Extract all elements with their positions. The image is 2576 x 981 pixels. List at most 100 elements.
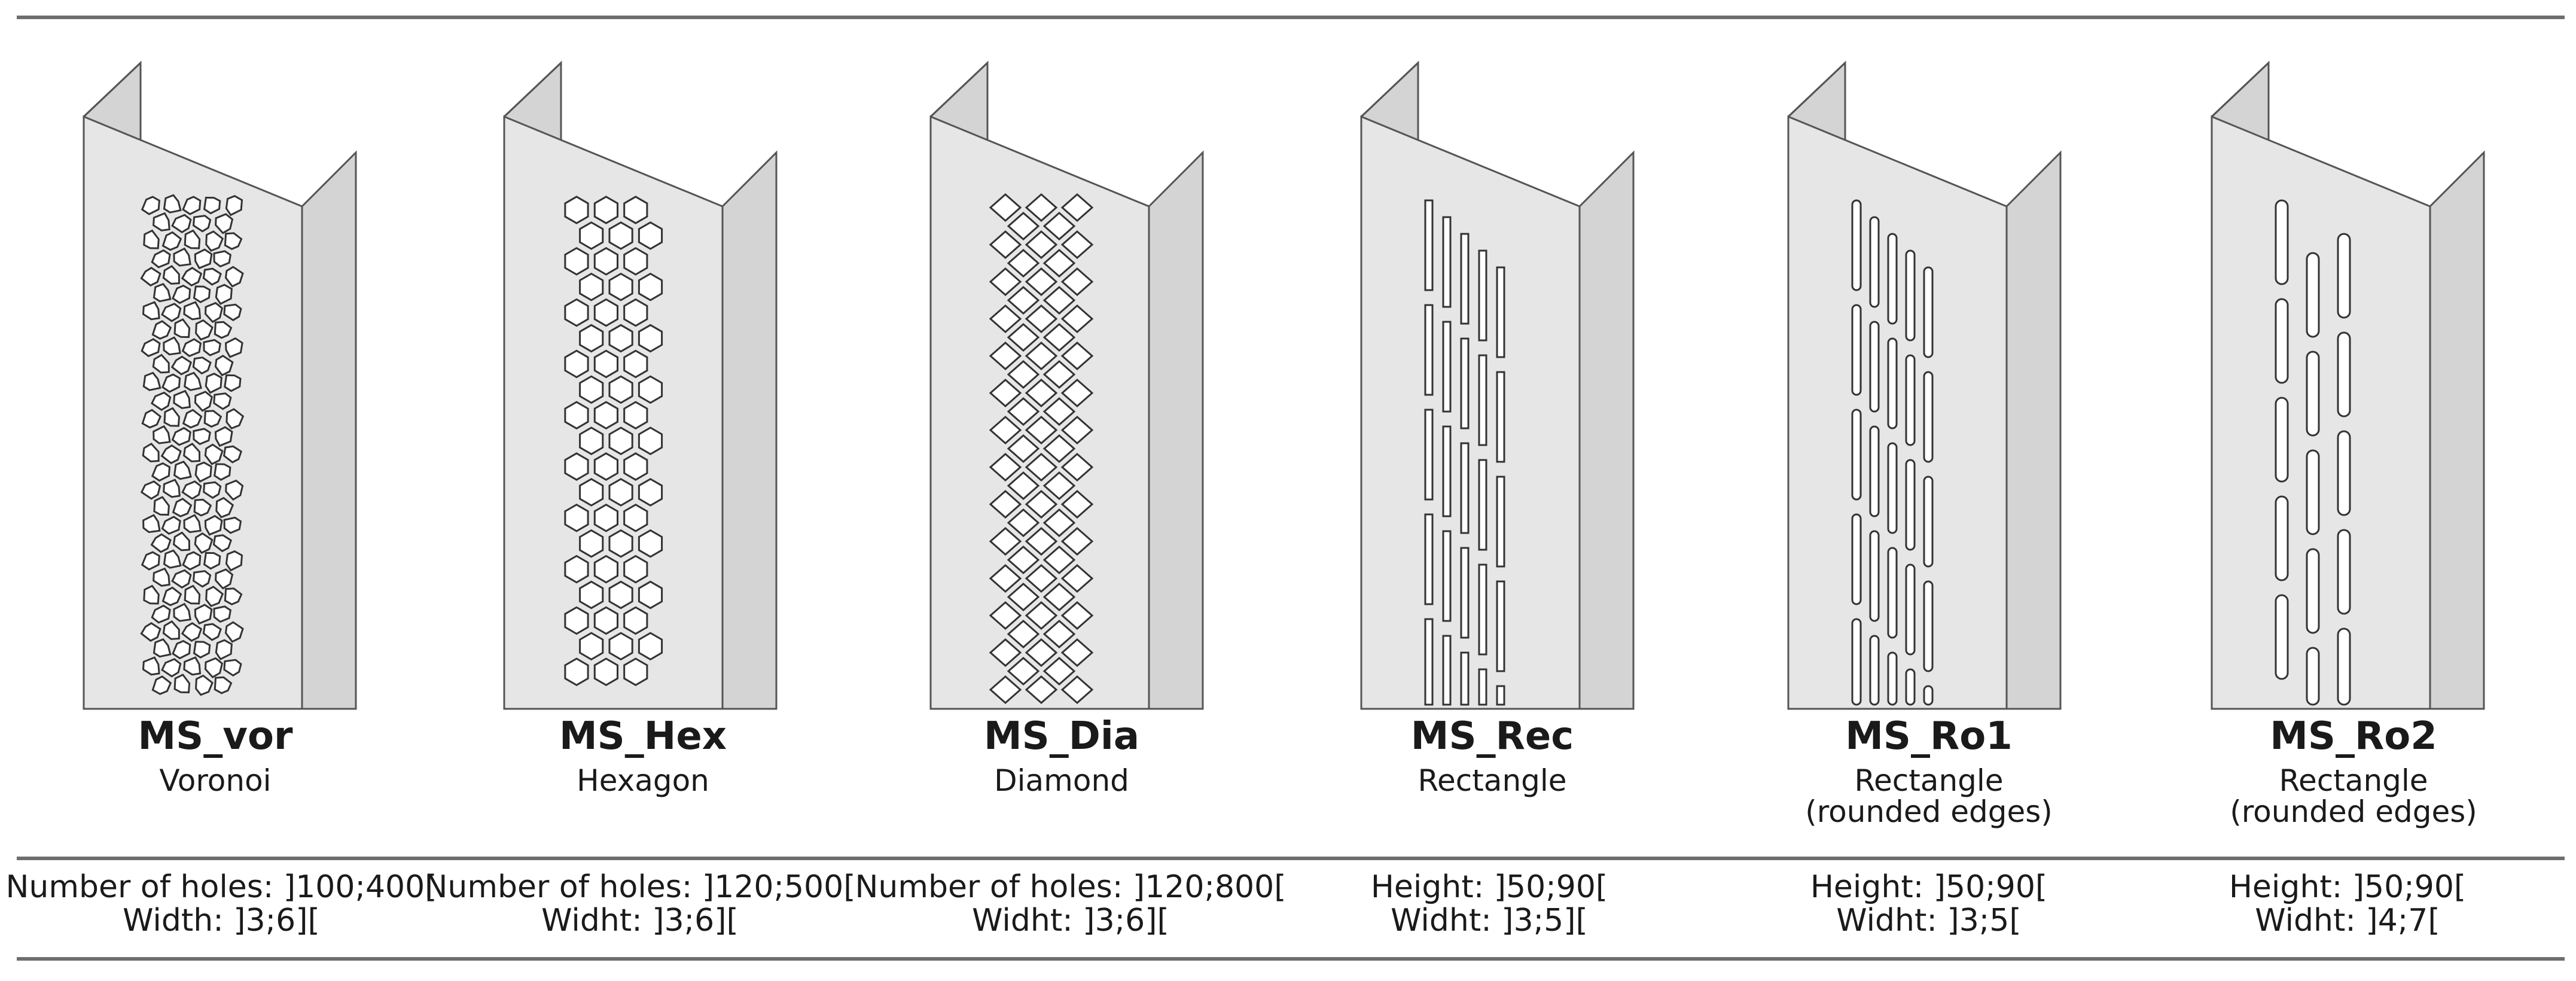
hole — [608, 272, 633, 301]
profile-label-dia: MS_Dia Diamond — [852, 715, 1271, 796]
profile-params-ro2: Height: ]50;90[ Widht: ]4;7[ — [2126, 870, 2569, 937]
hole — [1869, 530, 1880, 622]
hole — [1060, 490, 1094, 519]
hole — [194, 391, 213, 412]
param-line-1: Number of holes: ]100;400[ — [5, 869, 437, 905]
hole — [579, 272, 604, 301]
hole — [225, 479, 244, 501]
hole — [1025, 304, 1058, 333]
hole — [163, 194, 182, 214]
hole — [1060, 342, 1094, 370]
side-flange — [1148, 150, 1204, 710]
hole — [162, 620, 180, 640]
hole — [1923, 266, 1934, 358]
hole — [1025, 638, 1058, 667]
hole — [1060, 453, 1094, 482]
hole — [593, 349, 618, 379]
hole — [638, 272, 663, 301]
hole — [161, 516, 181, 535]
hole — [1496, 685, 1505, 706]
hole — [1923, 580, 1934, 672]
hole — [579, 478, 604, 507]
hole — [1869, 321, 1880, 413]
hole — [214, 426, 233, 447]
front-face — [1360, 115, 1581, 710]
hole — [1496, 580, 1505, 672]
param-line-1: Number of holes: ]120;800[ — [855, 869, 1287, 905]
hole — [1923, 371, 1934, 463]
hole — [202, 623, 222, 641]
hole — [1025, 230, 1058, 259]
hole — [623, 452, 648, 481]
hole — [2337, 430, 2351, 516]
hole — [141, 551, 160, 571]
param-line-1: Height: ]50;90[ — [1810, 869, 2048, 905]
hole — [222, 445, 243, 464]
hole — [214, 355, 234, 377]
hole — [1042, 508, 1076, 537]
hole — [638, 632, 663, 661]
hole — [608, 632, 633, 661]
hole — [171, 214, 192, 233]
hole — [1887, 442, 1898, 534]
param-line-2: Width: ]3;6][ — [123, 903, 320, 939]
hole — [193, 641, 211, 659]
param-line-1: Number of holes: ]120;500[ — [424, 869, 856, 905]
hole — [194, 461, 212, 483]
hole — [1851, 409, 1862, 501]
hole — [1442, 530, 1452, 622]
profile-params-dia: Number of holes: ]120;800[ Widht: ]3;6][ — [849, 870, 1292, 937]
hole — [1060, 601, 1094, 630]
side-flange — [301, 150, 357, 710]
hole — [1923, 476, 1934, 568]
hole — [623, 246, 648, 276]
hole — [1042, 249, 1076, 278]
hole — [989, 230, 1022, 259]
hole — [593, 503, 618, 532]
hole — [160, 444, 182, 464]
hole — [1424, 304, 1434, 396]
hole — [183, 301, 202, 321]
hole — [214, 321, 233, 339]
hole — [989, 527, 1022, 556]
hole — [1478, 354, 1487, 446]
param-line-1: Height: ]50;90[ — [1370, 869, 1608, 905]
hole — [564, 196, 589, 224]
hole — [193, 570, 212, 588]
hole — [182, 196, 202, 215]
hole — [161, 231, 182, 251]
profile-pattern: Hexagon — [577, 763, 709, 798]
hole — [1460, 337, 1470, 429]
hole — [623, 196, 648, 224]
hole — [181, 338, 202, 358]
hole — [161, 586, 182, 607]
hole — [1060, 304, 1094, 333]
hole — [203, 196, 221, 215]
hole — [1007, 583, 1040, 611]
hole — [564, 452, 589, 481]
hole — [989, 342, 1022, 370]
param-line-2: Widht: ]3;6][ — [972, 903, 1169, 939]
hole — [638, 426, 663, 455]
hole — [1478, 668, 1487, 706]
hole — [989, 304, 1022, 333]
hole — [203, 339, 221, 357]
profile-name: MS_Ro1 — [1845, 714, 2013, 758]
hole — [579, 426, 604, 455]
hole — [638, 324, 663, 353]
hole — [173, 674, 191, 694]
hole — [153, 425, 171, 444]
hole — [223, 303, 242, 321]
hole — [140, 480, 161, 500]
hole — [2275, 397, 2289, 483]
hole — [195, 319, 214, 341]
hole — [140, 267, 161, 287]
hole — [153, 638, 172, 658]
hole — [173, 247, 191, 267]
hole — [225, 550, 243, 572]
hole — [608, 324, 633, 353]
profile-pattern-note: (rounded edges) — [1805, 794, 2053, 829]
hole — [182, 551, 202, 571]
hole — [193, 285, 211, 303]
hole — [1042, 546, 1076, 574]
